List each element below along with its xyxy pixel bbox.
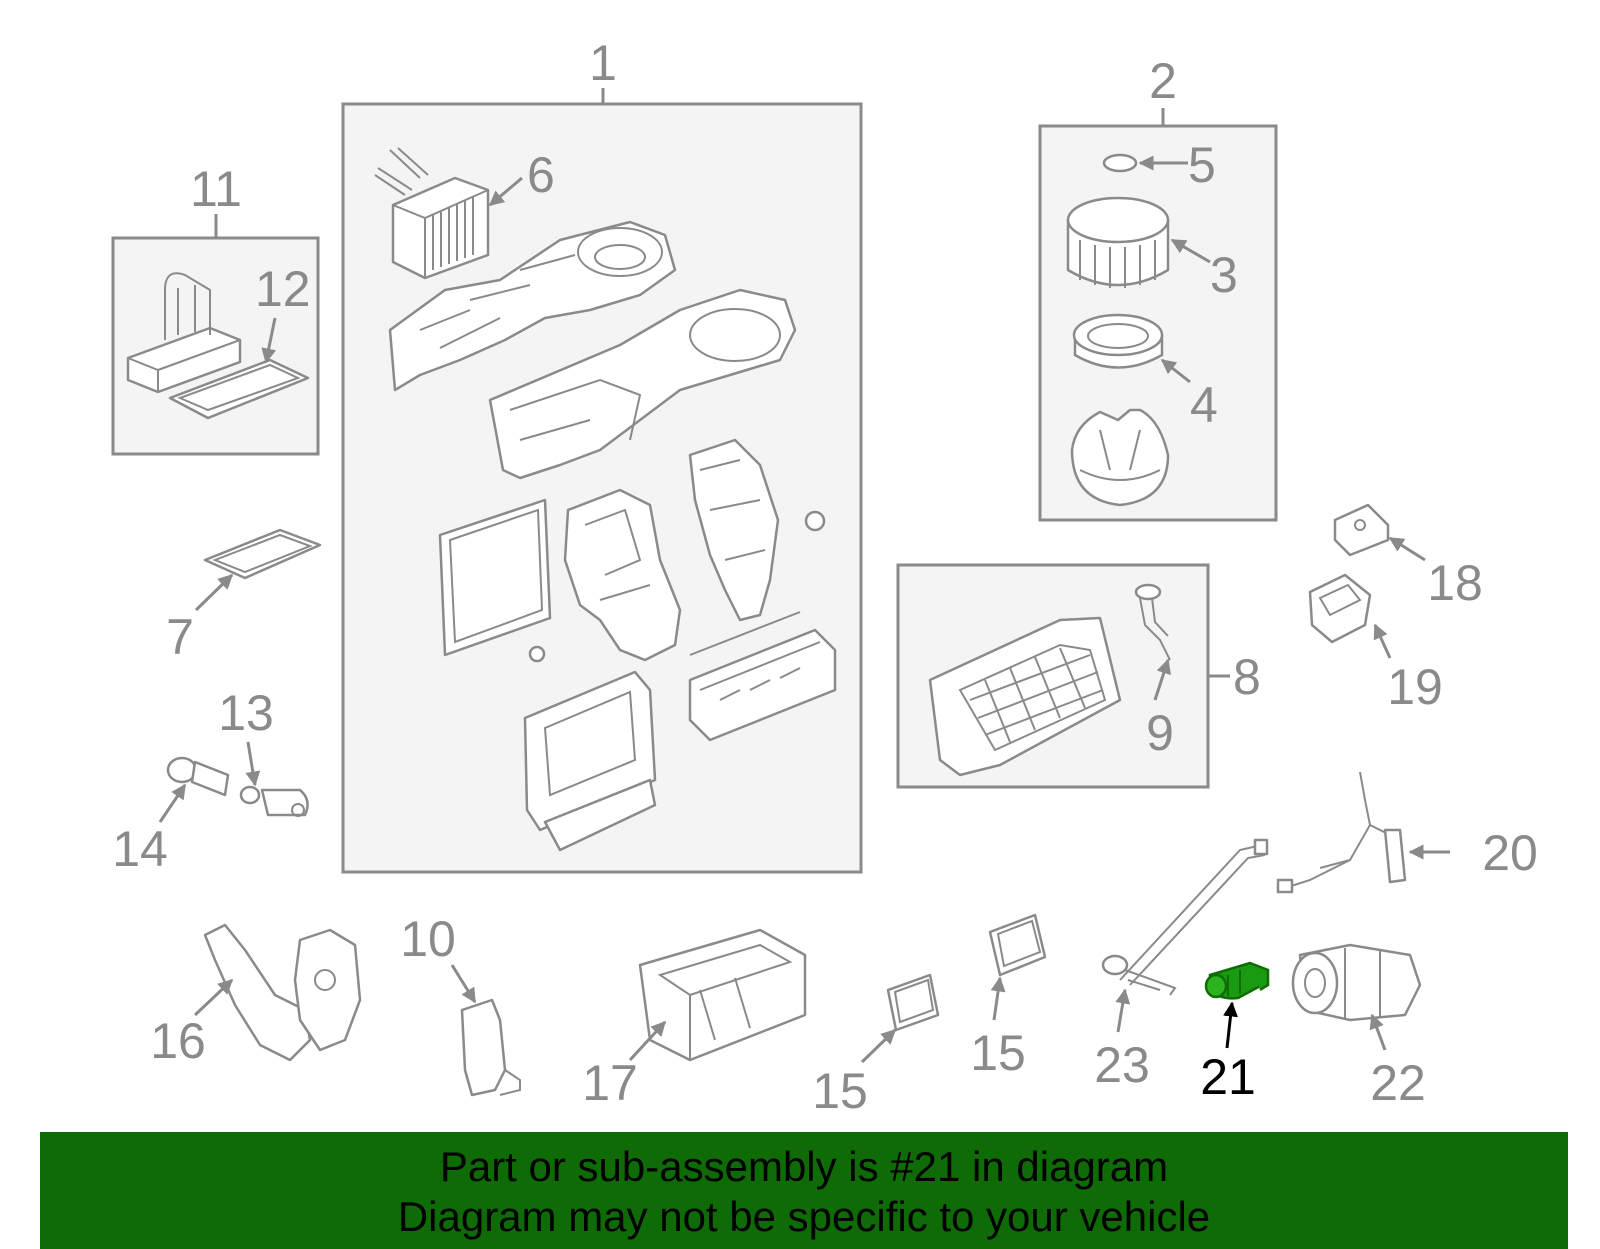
label-4: 4 [1190, 377, 1218, 433]
blower-wheel-part-3 [1066, 196, 1170, 288]
heater-core-part-6 [374, 147, 490, 280]
module-part-19 [1308, 573, 1372, 644]
label-20: 20 [1482, 825, 1538, 881]
lower-case-part [523, 670, 657, 852]
ring-part-4 [1072, 313, 1164, 369]
bracket-part-10 [460, 998, 521, 1097]
label-21: 21 [1200, 1049, 1256, 1105]
label-23: 23 [1094, 1037, 1150, 1093]
actuator-part-13-14 [166, 756, 309, 817]
label-6: 6 [527, 147, 555, 203]
seal-part-5 [1102, 153, 1138, 173]
label-19: 19 [1387, 659, 1443, 715]
leader-21 [1223, 1001, 1238, 1049]
label-5: 5 [1188, 137, 1216, 193]
info-banner: Part or sub-assembly is #21 in diagram D… [40, 1132, 1568, 1249]
screw-part [528, 645, 546, 663]
assembly-box-8: 8 9 [896, 563, 1261, 789]
label-10: 10 [400, 911, 456, 967]
label-15b: 15 [970, 1025, 1026, 1081]
label-16: 16 [150, 1013, 206, 1069]
evaporator-part [438, 498, 552, 657]
assembly-box-2: 2 5 3 4 [1038, 53, 1278, 522]
harness-part-20 [1276, 771, 1407, 894]
label-1: 1 [589, 35, 617, 91]
label-15a: 15 [812, 1063, 868, 1119]
sensor-part-9 [1134, 583, 1171, 661]
center-case-part [563, 488, 682, 662]
duct-part-16 [203, 923, 362, 1062]
assembly-box-1: 1 6 [341, 35, 863, 874]
label-9: 9 [1146, 705, 1174, 761]
banner-line-1: Part or sub-assembly is #21 in diagram [439, 1143, 1169, 1190]
highlighted-part-21[interactable] [1204, 961, 1270, 1000]
label-8: 8 [1233, 649, 1261, 705]
label-7: 7 [166, 609, 194, 665]
gasket-part-15a [886, 973, 940, 1032]
evaporator-part-8 [928, 616, 1122, 777]
gasket-part-15b [988, 913, 1047, 977]
door-part [688, 611, 837, 742]
label-11: 11 [190, 161, 242, 217]
label-3: 3 [1210, 247, 1238, 303]
scroll-housing-part [488, 288, 797, 480]
banner-line-2: Diagram may not be specific to your vehi… [397, 1193, 1211, 1240]
label-22: 22 [1370, 1055, 1426, 1111]
label-12: 12 [255, 261, 311, 317]
label-2: 2 [1149, 53, 1177, 109]
tray-part-17 [638, 928, 807, 1062]
filter-part-12 [168, 358, 310, 420]
parts-diagram: 1 6 [111, 35, 1538, 1119]
label-14: 14 [112, 821, 168, 877]
label-17: 17 [582, 1055, 638, 1111]
blower-motor-part-22 [1291, 943, 1422, 1022]
blower-motor-part [1070, 408, 1170, 507]
heater-core-part-11 [126, 272, 242, 394]
right-case-part [688, 438, 780, 622]
module-part-18 [1333, 503, 1390, 557]
upper-case-part [388, 220, 677, 392]
screw-part [804, 510, 826, 532]
label-13: 13 [218, 685, 274, 741]
filter-part-7 [203, 528, 322, 580]
assembly-box-11: 11 12 [111, 161, 320, 456]
label-18: 18 [1427, 555, 1483, 611]
tube-part-23 [1101, 838, 1269, 996]
